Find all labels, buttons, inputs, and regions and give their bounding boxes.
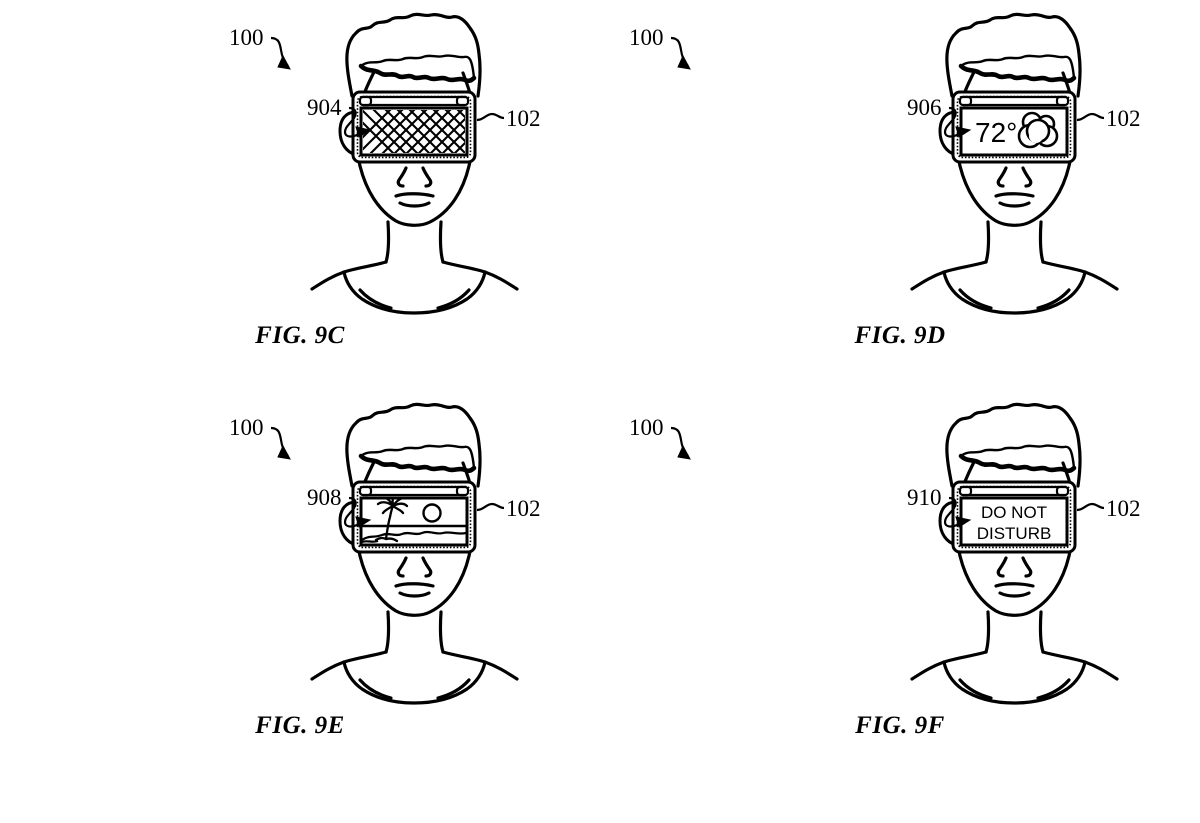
headset-9f: DO NOT DISTURB bbox=[938, 480, 1077, 554]
weather-temperature-text: 72° bbox=[975, 117, 1017, 148]
figure-9f: DO NOT DISTURB 100 102 910 bbox=[600, 390, 1200, 801]
headset-9c bbox=[338, 90, 477, 164]
figure-9f-drawing: DO NOT DISTURB 100 102 910 bbox=[629, 402, 1141, 705]
ref-910-9f: 910 bbox=[907, 485, 972, 528]
ref-label-100: 100 bbox=[229, 415, 264, 440]
dnd-text-line-1: DO NOT bbox=[981, 503, 1047, 522]
figure-caption-9c: FIG. 9C bbox=[255, 322, 345, 349]
ref-label-100: 100 bbox=[229, 25, 264, 50]
ref-label-102: 102 bbox=[506, 496, 541, 521]
figure-9e-drawing: 100 102 908 bbox=[229, 402, 541, 705]
sand-dunes bbox=[362, 530, 466, 544]
ref-102-9c: 102 bbox=[476, 106, 541, 131]
figure-9c: 100 102 904 bbox=[0, 0, 600, 411]
ref-906-9d: 906 bbox=[907, 95, 972, 138]
ref-102-9e: 102 bbox=[476, 496, 541, 521]
ref-100-9d: 100 bbox=[629, 25, 691, 70]
headset-9d: 72° bbox=[938, 90, 1077, 164]
ref-904-9c: 904 bbox=[307, 95, 372, 138]
ref-label-102: 102 bbox=[1106, 106, 1141, 131]
ref-100-9e: 100 bbox=[229, 415, 291, 460]
ref-label-910: 910 bbox=[907, 485, 942, 510]
ref-label-100: 100 bbox=[629, 25, 664, 50]
ref-label-100: 100 bbox=[629, 415, 664, 440]
palm-tree-icon bbox=[374, 499, 409, 543]
ref-100-9f: 100 bbox=[629, 415, 691, 460]
ref-102-9f: 102 bbox=[1076, 496, 1141, 521]
ref-label-904: 904 bbox=[307, 95, 342, 120]
ref-100-9c: 100 bbox=[229, 25, 291, 70]
sun-icon bbox=[422, 503, 442, 523]
ref-label-906: 906 bbox=[907, 95, 942, 120]
figure-9e: 100 102 908 bbox=[0, 390, 600, 801]
figure-caption-9f: FIG. 9F bbox=[855, 712, 945, 739]
headset-9e bbox=[338, 480, 477, 554]
ref-label-102: 102 bbox=[506, 106, 541, 131]
ref-102-9d: 102 bbox=[1076, 106, 1141, 131]
dnd-text-line-2: DISTURB bbox=[977, 524, 1052, 543]
figure-9d: 72° 100 bbox=[600, 0, 1200, 411]
figure-caption-9d: FIG. 9D bbox=[854, 322, 946, 349]
figure-caption-9e: FIG. 9E bbox=[255, 712, 345, 739]
figure-9d-drawing: 72° 100 bbox=[629, 12, 1141, 315]
ref-label-908: 908 bbox=[307, 485, 342, 510]
ref-label-102: 102 bbox=[1106, 496, 1141, 521]
ref-908-9e: 908 bbox=[307, 485, 372, 528]
figure-9c-drawing: 100 102 904 bbox=[229, 12, 541, 315]
